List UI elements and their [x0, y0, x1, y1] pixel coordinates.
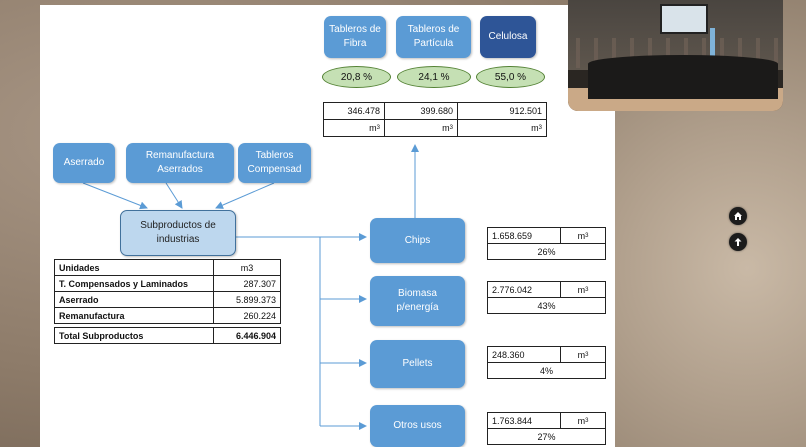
- percent-oval-fibra: 20,8 %: [322, 66, 391, 88]
- source-box-tableros: Tableros Compensad: [238, 143, 311, 183]
- source-label: Aserrado: [63, 157, 105, 168]
- hub-box-subproductos: Subproductos de industrias: [120, 210, 236, 256]
- dest-percent: 27%: [487, 428, 606, 445]
- product-box-celulosa: Celulosa: [480, 16, 536, 58]
- presentation-slide: Tableros de Fibra Tableros de Partícula …: [40, 5, 615, 447]
- dest-value: 248.360: [487, 346, 561, 363]
- table-row-value: 5.899.373: [213, 291, 281, 308]
- dest-percent: 26%: [487, 243, 606, 260]
- table-row-label: Remanufactura: [54, 307, 214, 324]
- dest-box-otros: Otros usos: [370, 405, 465, 447]
- volume-celulosa: 912.501: [457, 102, 547, 120]
- dest-box-biomasa: Biomasa p/energía: [370, 276, 465, 326]
- percent-oval-celulosa: 55,0 %: [476, 66, 545, 88]
- home-icon: [734, 212, 742, 220]
- back-button[interactable]: [729, 233, 747, 251]
- dest-percent: 4%: [487, 362, 606, 379]
- dest-box-chips: Chips: [370, 218, 465, 263]
- source-box-remanufactura: Remanufactura Aserrados: [126, 143, 234, 183]
- source-label: Remanufactura Aserrados: [145, 150, 215, 175]
- volume-fibra: 346.478: [323, 102, 385, 120]
- product-label: Celulosa: [488, 31, 528, 42]
- hub-label: Subproductos de industrias: [140, 220, 216, 245]
- dest-label: Chips: [404, 234, 431, 246]
- flag-icon: [710, 28, 715, 60]
- dest-percent: 43%: [487, 297, 606, 314]
- video-feed-thumbnail[interactable]: [568, 0, 783, 111]
- dest-value: 1.763.844: [487, 412, 561, 429]
- product-box-fibra: Tableros de Fibra: [324, 16, 386, 58]
- dest-label: Biomasa p/energía: [396, 288, 439, 313]
- product-label: Tableros de Fibra: [329, 24, 381, 49]
- dest-value: 1.658.659: [487, 227, 561, 244]
- table-header-unit: m3: [213, 259, 281, 276]
- back-arrow-icon: [734, 238, 742, 246]
- dest-box-pellets: Pellets: [370, 340, 465, 388]
- dest-value: 2.776.042: [487, 281, 561, 298]
- source-box-aserrado: Aserrado: [53, 143, 115, 183]
- table-total-value: 6.446.904: [213, 327, 281, 344]
- dest-label: Otros usos: [393, 420, 442, 431]
- home-button[interactable]: [729, 207, 747, 225]
- table-total-label: Total Subproductos: [54, 327, 214, 344]
- percent-oval-particula: 24,1 %: [397, 66, 471, 88]
- table-row-label: T. Compensados y Laminados: [54, 275, 214, 292]
- table-row-label: Aserrado: [54, 291, 214, 308]
- table-row-value: 260.224: [213, 307, 281, 324]
- dest-label: Pellets: [402, 358, 433, 369]
- video-conference-table: [588, 55, 778, 99]
- source-label: Tableros Compensad: [247, 150, 302, 175]
- table-row-value: 287.307: [213, 275, 281, 292]
- video-projection-screen: [660, 4, 708, 34]
- connector-lines: [82, 144, 419, 430]
- volume-particula: 399.680: [384, 102, 458, 120]
- product-label: Tableros de Partícula: [407, 24, 460, 49]
- product-box-particula: Tableros de Partícula: [396, 16, 471, 58]
- table-header-label: Unidades: [54, 259, 214, 276]
